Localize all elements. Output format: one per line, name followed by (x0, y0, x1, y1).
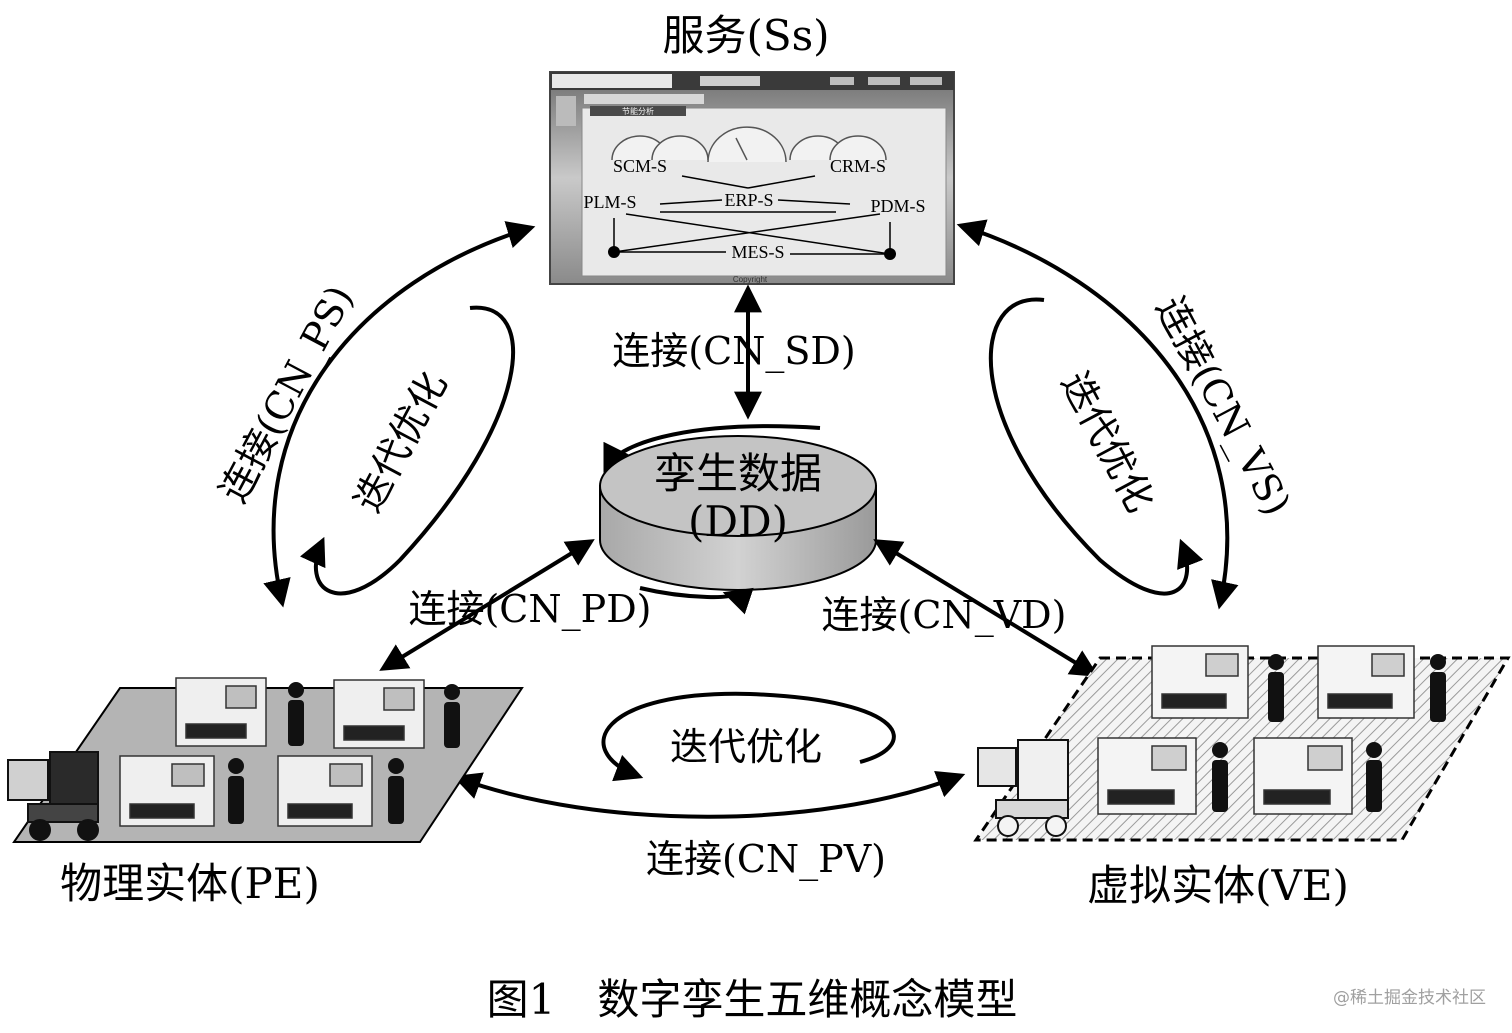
label-cn-sd: 连接(CN_SD) (612, 329, 855, 374)
module-mes: MES-S (731, 242, 784, 262)
cylinder-top (599, 435, 877, 537)
gauge-icon-group (611, 126, 887, 163)
worker-icon (388, 758, 404, 824)
worker-icon (228, 758, 244, 824)
label-cn-pd: 连接(CN_PD) (408, 587, 651, 632)
physical-entity-title: 物理实体(PE) (60, 859, 320, 908)
arrow-cn-pv (452, 770, 966, 819)
module-erp: ERP-S (724, 190, 773, 210)
machine-icon (1151, 645, 1249, 719)
panel-tab-label: 节能分析 (622, 106, 654, 116)
arrow-cn-vs (956, 219, 1239, 610)
service-title: 服务(Ss) (662, 11, 829, 60)
loop-bottom-arrow (601, 691, 896, 782)
twin-data-loop-bottom-arrow (639, 586, 754, 615)
arrow-cn-vd (873, 539, 1099, 677)
module-links (613, 175, 891, 255)
worker-icon (1430, 654, 1446, 722)
physical-entity-node: 物理实体(PE) (7, 677, 524, 908)
machine-icon (1253, 737, 1353, 815)
loop-right-arrow (988, 297, 1204, 596)
twin-data-loop-top-arrow (603, 424, 821, 474)
worker-icon (1212, 742, 1228, 812)
machine-icon (277, 755, 373, 827)
virtual-entity-title: 虚拟实体(VE) (1087, 861, 1349, 910)
label-cn-vd: 连接(CN_VD) (822, 593, 1067, 638)
loop-right-label: 迭代优化 (1052, 364, 1162, 519)
worker-icon (1268, 654, 1284, 722)
watermark-text: @稀土掘金技术社区 (1333, 988, 1486, 1008)
label-cn-pv: 连接(CN_PV) (646, 837, 886, 882)
machine-icon (175, 677, 267, 747)
loop-left-arrow (299, 305, 516, 596)
label-cn-ps: 连接(CN_PS) (211, 278, 363, 510)
module-pdm: PDM-S (870, 196, 925, 216)
module-scm: SCM-S (613, 156, 667, 176)
figure-caption: 图1 数字孪生五维概念模型 (487, 975, 1018, 1024)
arrow-cn-ps (263, 221, 536, 608)
worker-icon (288, 682, 304, 746)
worker-icon (444, 684, 460, 748)
twin-data-abbrev: (DD) (688, 497, 788, 546)
service-screenshot-panel: 节能分析 SCM-S CRM-S PLM-S ERP-S PDM-S MES-S (549, 71, 955, 285)
module-plm: PLM-S (583, 192, 636, 212)
loop-left-label: 迭代优化 (345, 364, 455, 519)
machine-icon (1317, 645, 1415, 719)
panel-copyright: Copyright (733, 275, 768, 284)
loop-bottom-label: 迭代优化 (670, 725, 822, 769)
twin-data-node: 孪生数据 (DD) (599, 424, 877, 615)
arrow-cn-pd (379, 539, 595, 671)
forklift-icon (7, 751, 99, 841)
module-crm: CRM-S (830, 156, 886, 176)
twin-data-label: 孪生数据 (654, 449, 822, 498)
service-node: 服务(Ss) 节能分析 SCM-S CR (549, 11, 955, 285)
machine-icon (333, 679, 425, 749)
virtual-entity-node: 虚拟实体(VE) (973, 645, 1511, 910)
machine-icon (119, 755, 215, 827)
worker-icon (1366, 742, 1382, 812)
forklift-icon (977, 739, 1069, 837)
machine-icon (1097, 737, 1197, 815)
